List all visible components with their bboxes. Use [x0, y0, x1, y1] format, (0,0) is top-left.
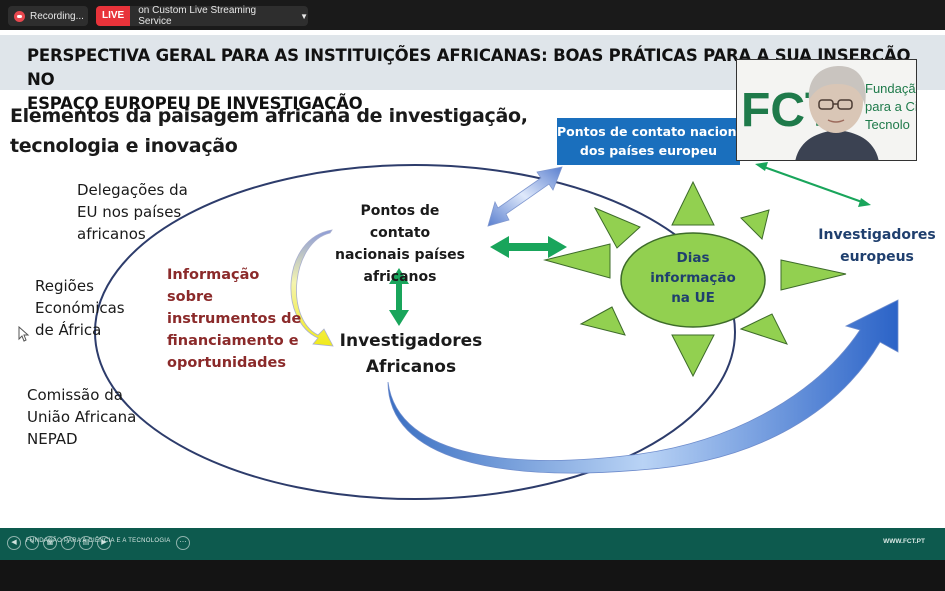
green-horizontal-double-arrow: [490, 236, 567, 258]
curved-info-arrow: [290, 229, 334, 347]
chevron-down-icon[interactable]: ▼: [300, 11, 308, 21]
more-options-icon[interactable]: ⋯: [176, 536, 190, 550]
green-vertical-double-arrow: [389, 268, 409, 326]
presenter-webcam[interactable]: FCT Fundação para a Ciê Tecnolo: [736, 59, 917, 161]
next-slide-icon[interactable]: ▶: [97, 536, 111, 550]
meeting-topbar: Recording... LIVE on Custom Live Streami…: [0, 0, 945, 30]
webcam-feed: FCT Fundação para a Ciê Tecnolo: [737, 60, 917, 160]
landscape-ellipse: [94, 164, 736, 500]
slide-subtitle: Elementos da paisagem africana de invest…: [10, 105, 528, 157]
live-badge: LIVE: [96, 6, 131, 26]
svg-text:para a Ciê: para a Ciê: [865, 99, 917, 114]
subtitles-icon[interactable]: ▤: [79, 536, 93, 550]
cloud-record-icon: [14, 10, 25, 22]
slides-grid-icon[interactable]: ▦: [43, 536, 57, 550]
recording-indicator[interactable]: Recording...: [8, 6, 88, 26]
previous-slide-icon[interactable]: ◀: [7, 536, 21, 550]
recording-label: Recording...: [30, 10, 84, 22]
slide-footer: ◀ ✎ ▦ ⌕ ▤ ▶ ⋯ FUNDAÇÃO PARA A CIÊNCIA E …: [0, 528, 945, 560]
pen-icon[interactable]: ✎: [25, 536, 39, 550]
footer-org-name: FUNDAÇÃO PARA A CIÊNCIA E A TECNOLOGIA: [26, 538, 171, 544]
blue-diagonal-double-arrow: [487, 166, 563, 227]
green-line-double-arrow: [755, 162, 871, 207]
mouse-pointer-icon: [18, 326, 30, 342]
stream-service-label: on Custom Live Streaming Service: [138, 5, 257, 27]
presenter-person: [795, 66, 879, 160]
big-blue-curved-arrow: [387, 299, 899, 474]
sun-ellipse: [620, 232, 766, 328]
zoom-icon[interactable]: ⌕: [61, 536, 75, 550]
slide-title: PERSPECTIVA GERAL PARA AS INSTITUIÇÕES A…: [27, 46, 911, 113]
footer-url: WWW.FCT.PT: [883, 538, 925, 545]
svg-text:Fundação: Fundação: [865, 81, 917, 96]
svg-text:Tecnolo: Tecnolo: [865, 117, 910, 132]
diagram: [94, 162, 899, 500]
sun-rays: [543, 180, 847, 378]
live-stream-dropdown[interactable]: LIVE on Custom Live Streaming Service ▼: [96, 5, 308, 27]
